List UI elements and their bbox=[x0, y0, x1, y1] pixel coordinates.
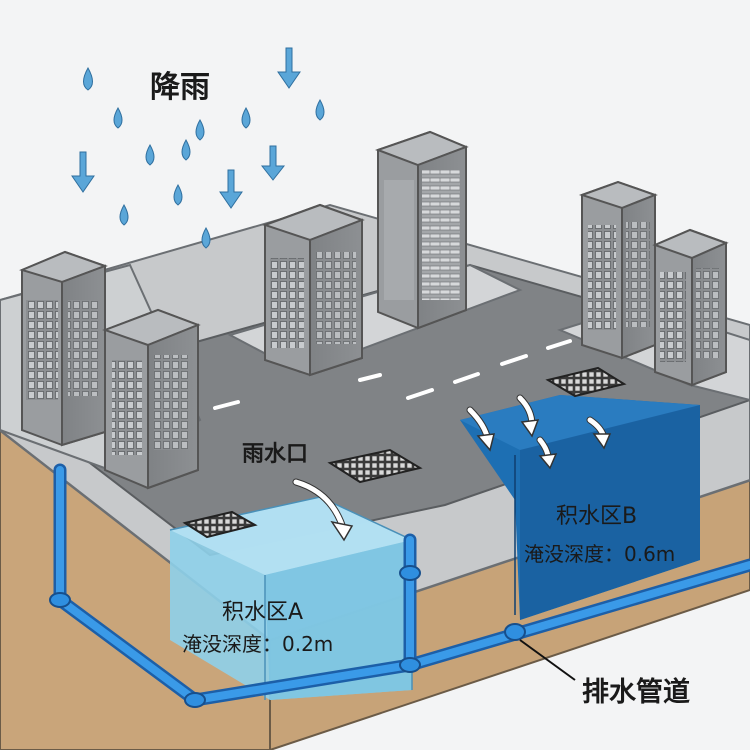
storm-drain-grates bbox=[182, 366, 627, 539]
pipe-leader-line bbox=[519, 639, 576, 681]
raindrops bbox=[83, 66, 325, 249]
pipe-joints bbox=[49, 565, 526, 708]
grate-1 bbox=[182, 510, 258, 539]
building-2 bbox=[102, 308, 201, 490]
grate-3 bbox=[545, 366, 627, 398]
building-1 bbox=[19, 250, 108, 447]
zone-a-depth: 淹没深度：0.2m bbox=[182, 632, 334, 656]
flood-zone-b bbox=[460, 395, 700, 620]
road-dashes bbox=[213, 339, 572, 410]
flow-arrowheads bbox=[330, 419, 612, 542]
inlet-label: 雨水口 bbox=[242, 442, 309, 467]
zone-b-depth: 淹没深度：0.6m bbox=[524, 542, 676, 566]
building-4 bbox=[375, 130, 469, 330]
rain-arrows bbox=[71, 47, 301, 209]
building-3 bbox=[261, 203, 365, 377]
rain-label: 降雨 bbox=[150, 70, 210, 105]
flood-zone-a bbox=[169, 496, 413, 700]
zone-a-title: 积水区A bbox=[222, 600, 304, 625]
grate-2 bbox=[327, 448, 423, 484]
building-6 bbox=[652, 228, 729, 387]
building-5 bbox=[578, 180, 658, 360]
pipe-label: 排水管道 bbox=[582, 677, 690, 708]
zone-b-title: 积水区B bbox=[556, 504, 638, 529]
